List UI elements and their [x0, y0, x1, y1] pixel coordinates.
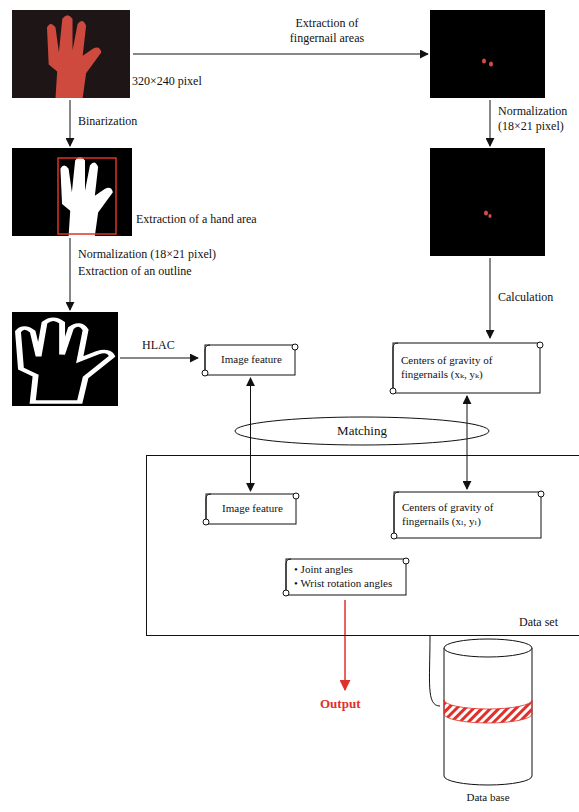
- node-text: Centers of gravity of fingernails (xₖ, y…: [401, 354, 535, 382]
- cylinder-body: [444, 648, 532, 785]
- node-text: • Wrist rotation angles: [294, 577, 401, 591]
- step-label: HLAC: [142, 338, 175, 353]
- feature-scroll: Image feature: [200, 342, 300, 378]
- node-content: • Joint angles• Wrist rotation angles: [281, 556, 411, 598]
- centroid-scroll: Centers of gravity of fingernails (xₗ, y…: [389, 489, 546, 541]
- step-label: Normalization (18×21 pixel): [78, 247, 216, 262]
- step-label: Extraction of an outline: [78, 264, 192, 279]
- binarized-image: [12, 148, 132, 236]
- cylinder-outline: [440, 638, 536, 788]
- node-text: Matching: [254, 423, 470, 439]
- matching-ellipse: Matching: [234, 416, 490, 446]
- database-cylinder: Data base: [440, 638, 536, 808]
- node-content: Centers of gravity of fingernails (xₗ, y…: [389, 489, 546, 541]
- database-link: [429, 636, 440, 706]
- angles-scroll: • Joint angles• Wrist rotation angles: [281, 556, 411, 598]
- flow-arrow: [70, 100, 71, 146]
- node-content: Centers of gravity of fingernails (xₖ, y…: [388, 340, 545, 396]
- outline-image: [12, 312, 118, 406]
- node-text: Image feature: [213, 353, 290, 367]
- matching-arrow: [467, 396, 468, 489]
- output-arrow: [344, 600, 346, 690]
- step-label: Normalization (18×21 pixel): [498, 104, 576, 134]
- step-label: Extraction of fingernail areas: [272, 16, 382, 46]
- node-label: Data base: [440, 791, 536, 805]
- step-label: Extraction of a hand area: [136, 212, 257, 227]
- output-label: Output: [320, 696, 360, 712]
- step-label: Calculation: [498, 290, 553, 305]
- size-label: 320×240 pixel: [132, 74, 202, 89]
- centroid-scroll: Centers of gravity of fingernails (xₖ, y…: [388, 340, 545, 396]
- feature-scroll: Image feature: [201, 491, 301, 527]
- hatched-band: [444, 700, 532, 723]
- normalized-fingernail-image: [430, 148, 545, 256]
- node-content: Image feature: [200, 342, 300, 378]
- node-text: Centers of gravity of fingernails (xₗ, y…: [402, 501, 536, 529]
- node-text: • Joint angles: [294, 563, 401, 577]
- flow-arrow: [490, 100, 491, 146]
- hand-photo: [12, 10, 130, 98]
- cylinder-top: [444, 639, 532, 657]
- flow-arrow: [70, 238, 71, 310]
- matching-arrow: [250, 378, 251, 491]
- box-title: Data set: [519, 615, 558, 630]
- step-label: Binarization: [78, 114, 137, 129]
- flow-arrow: [120, 358, 198, 359]
- node-content: Image feature: [201, 491, 301, 527]
- flow-arrow: [490, 258, 491, 338]
- fingernail-image: [430, 10, 545, 98]
- node-content: Matching: [234, 416, 490, 446]
- dataset-box: Data set Image feature Centers of gravity …: [146, 455, 579, 636]
- flow-arrow: [133, 54, 428, 55]
- node-text: Image feature: [214, 502, 291, 516]
